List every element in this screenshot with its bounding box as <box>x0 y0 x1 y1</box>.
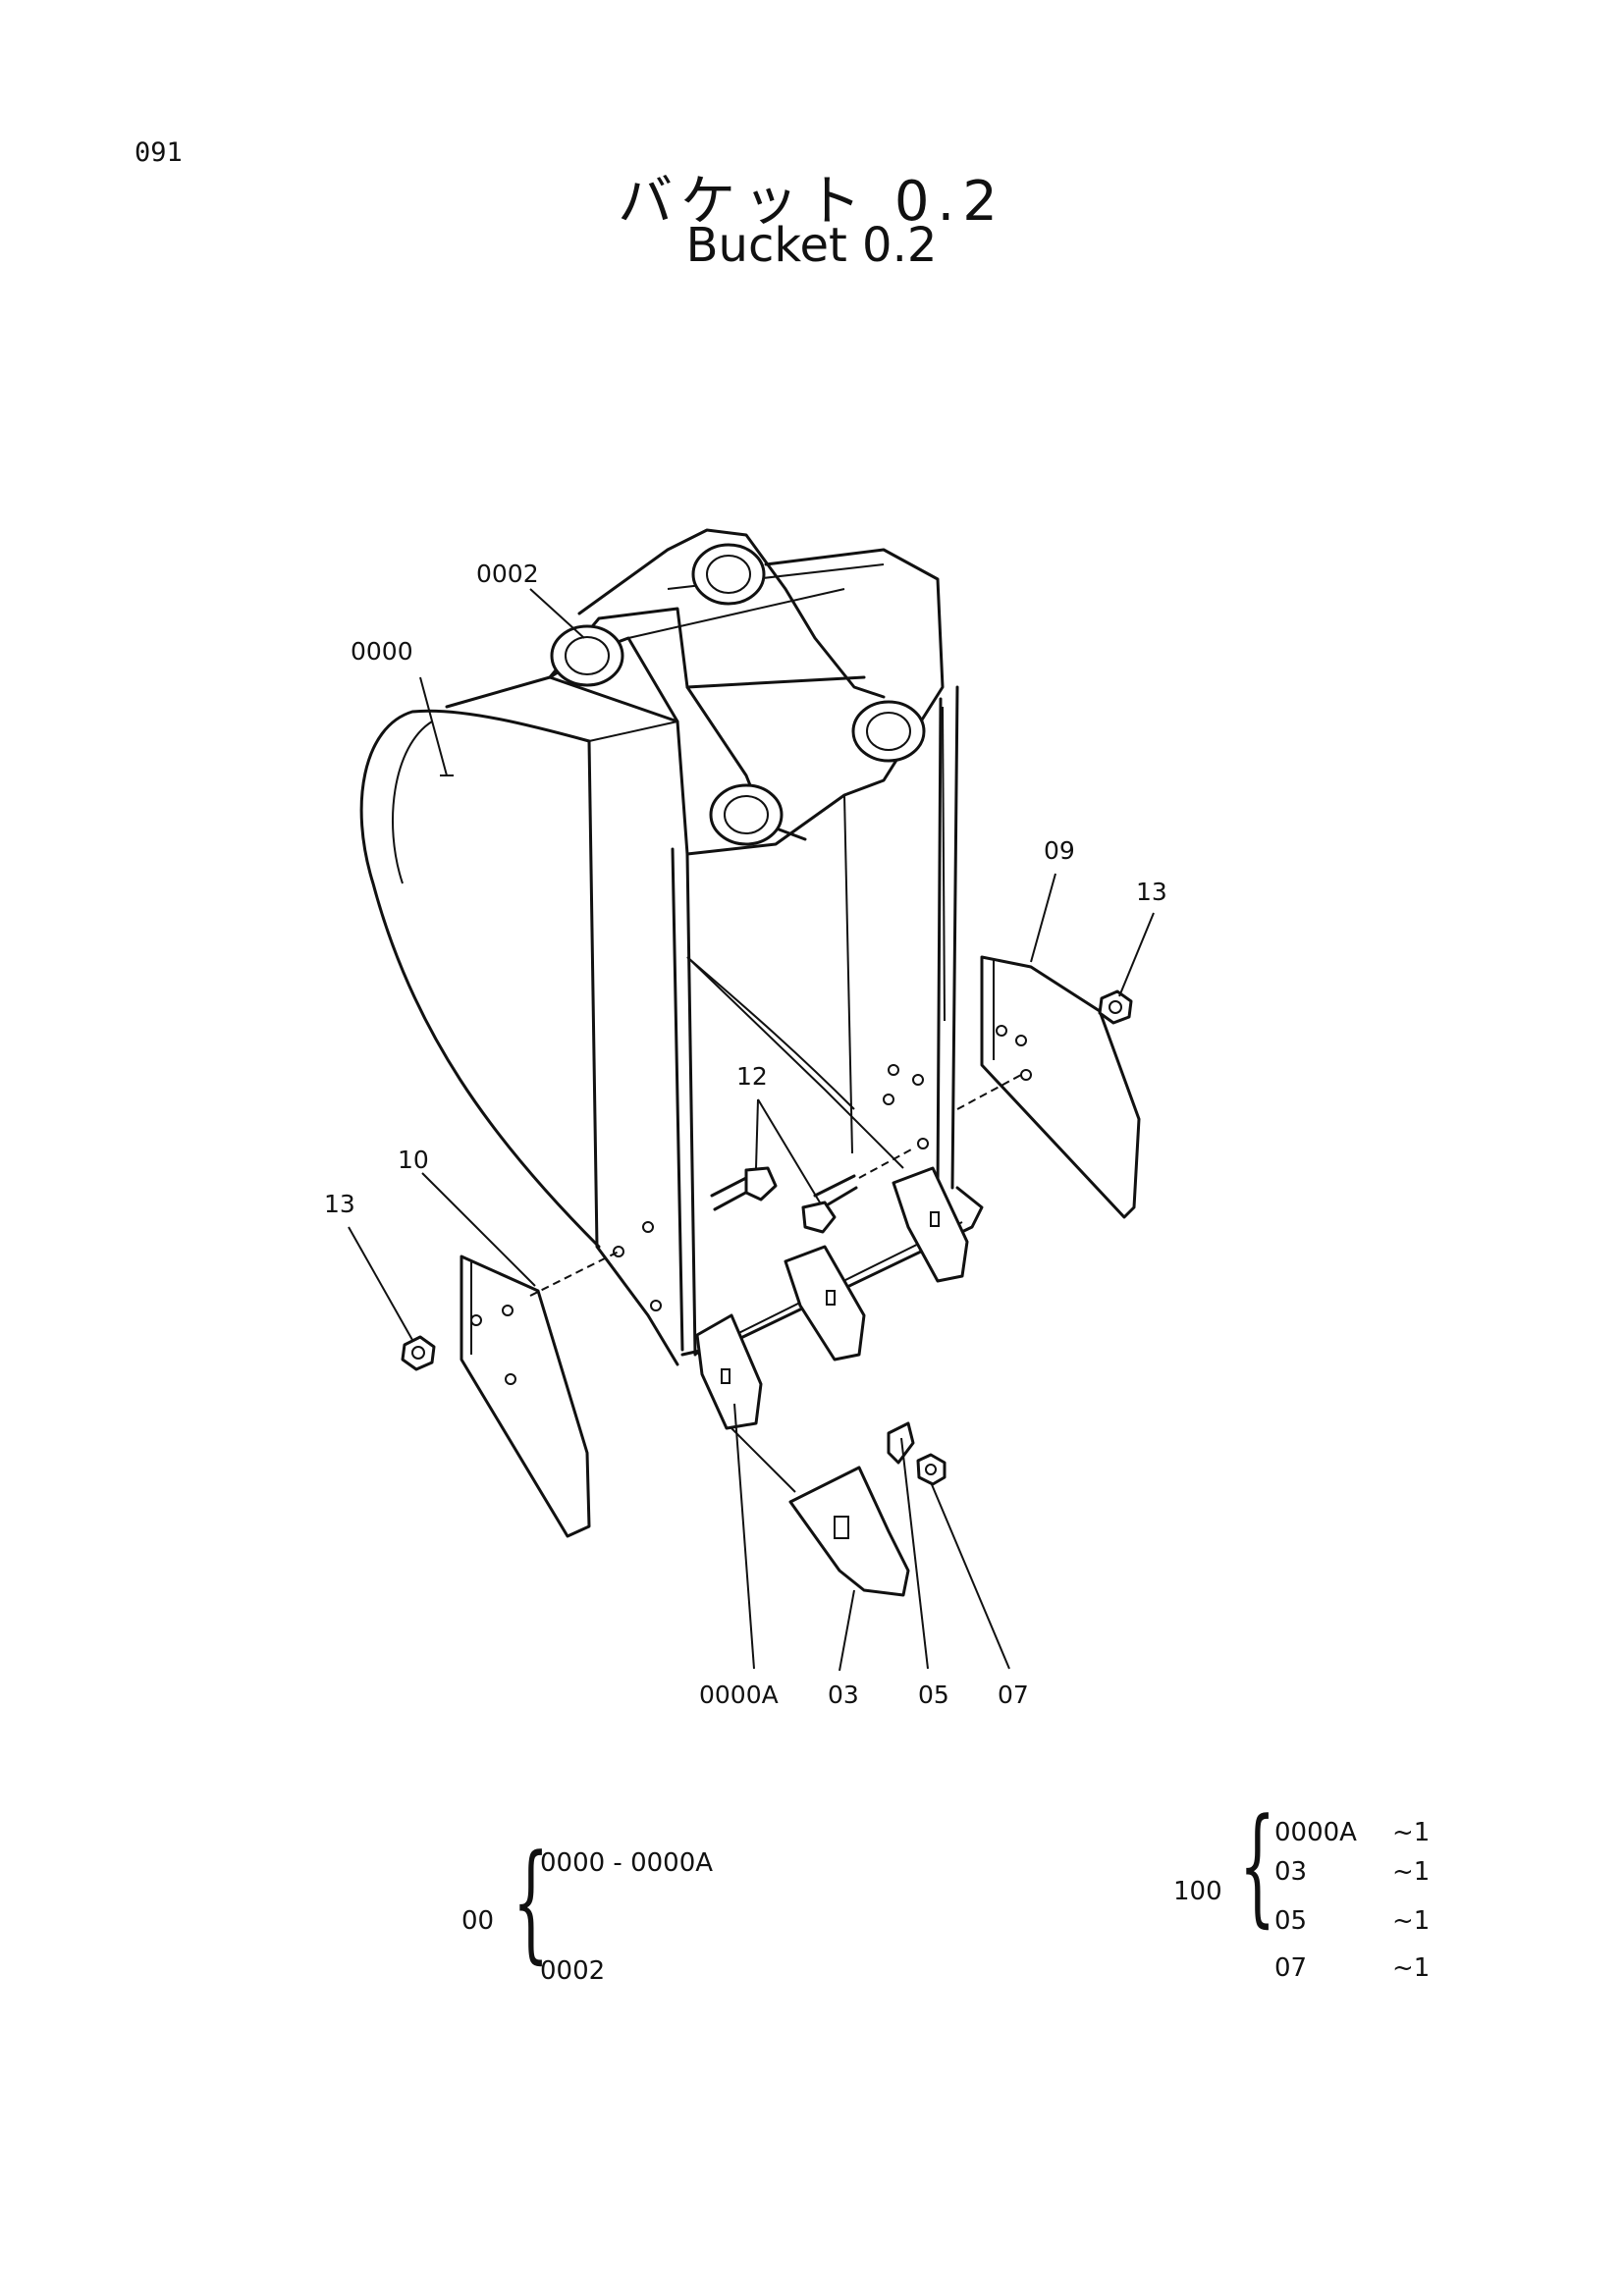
callout-lock-07: 07 <box>998 1681 1029 1709</box>
group-member-qty: ~1 <box>1392 1857 1431 1887</box>
leader-lines <box>348 588 1155 1672</box>
bolts-drawing <box>710 1148 914 1234</box>
group-member-qty: ~1 <box>1392 1818 1431 1847</box>
group-member-qty: ~1 <box>1392 1906 1431 1936</box>
group-member-qty: ~1 <box>1392 1953 1431 1983</box>
mounted-teeth-drawing <box>695 1166 969 1430</box>
group-member-part: 0000 - 0000A <box>540 1848 714 1878</box>
bucket-body-drawing <box>359 548 984 1366</box>
callout-labels: 0002 0000 09 13 12 10 13 0000A 03 05 07 <box>324 560 1167 1709</box>
group-member-part: 05 <box>1274 1906 1308 1936</box>
page-number: 091 <box>135 137 183 168</box>
callout-pin-05: 05 <box>918 1681 949 1709</box>
group-member-part: 03 <box>1274 1857 1308 1887</box>
group-member-part: 0000A <box>1274 1818 1357 1847</box>
group-brace: { <box>1239 1790 1276 1940</box>
exploded-lock-drawing <box>916 1453 947 1486</box>
callout-side-cutter-09: 09 <box>1044 836 1075 865</box>
group-code: 100 <box>1173 1877 1222 1906</box>
callout-bucket-0000: 0000 <box>351 637 413 666</box>
callout-tooth-03: 03 <box>828 1681 859 1709</box>
group-member-part: 0002 <box>540 1956 606 1986</box>
callout-nut-13-left: 13 <box>324 1190 355 1218</box>
callout-side-cutter-10: 10 <box>398 1146 429 1174</box>
right-side-cutter-drawing <box>956 955 1141 1219</box>
group-member-part: 07 <box>1274 1953 1308 1983</box>
left-side-cutter-drawing <box>401 1251 620 1538</box>
callout-bucket-0002: 0002 <box>476 560 539 588</box>
callout-nut-13-right: 13 <box>1136 878 1167 906</box>
callout-bolt-12: 12 <box>736 1062 768 1091</box>
exploded-pin-drawing <box>887 1421 915 1465</box>
group-brace: { <box>513 1827 550 1976</box>
mounting-brackets-drawing <box>548 528 926 846</box>
page-title-english: Bucket 0.2 <box>685 218 938 273</box>
exploded-tooth-drawing <box>730 1427 910 1597</box>
callout-shank-0000A: 0000A <box>699 1681 779 1709</box>
page-title-japanese: バケット 0.2 <box>618 170 1005 234</box>
group-code: 00 <box>461 1906 495 1936</box>
